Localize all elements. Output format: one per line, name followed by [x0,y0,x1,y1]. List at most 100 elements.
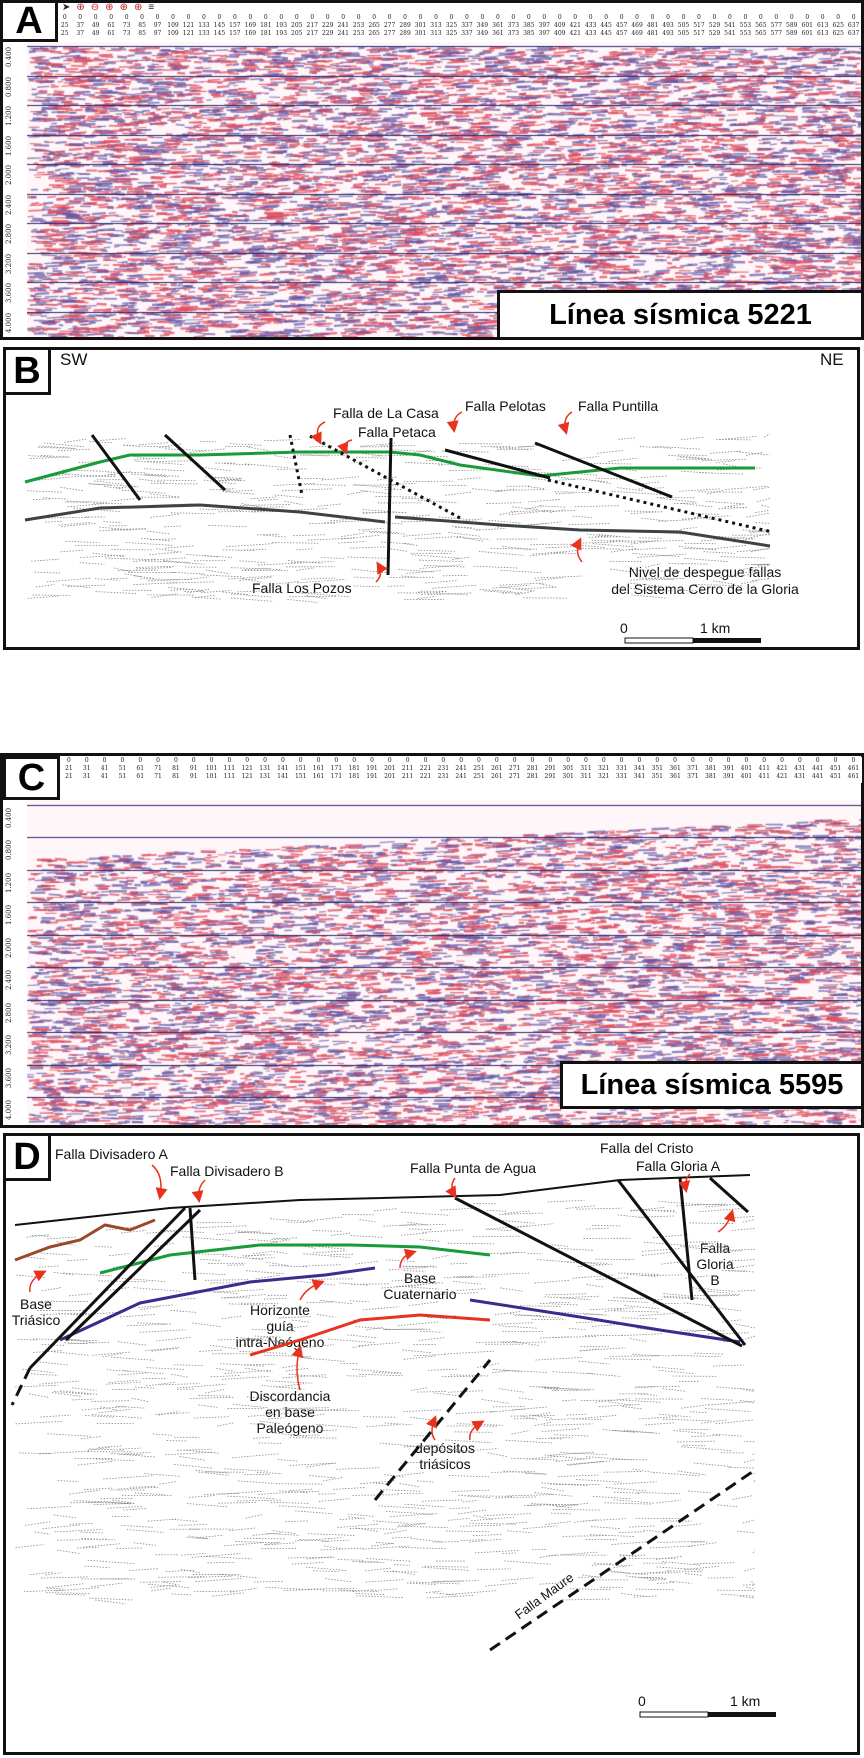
reflector-trace [198,1404,218,1408]
reflector-trace [87,1446,111,1451]
reflector-trace [642,1251,674,1256]
reflector-trace [484,590,520,594]
reflector-trace [378,1505,426,1509]
reflector-trace [293,534,326,537]
reflector-trace [68,1293,93,1297]
pointer-icon[interactable]: ➤ [62,2,71,13]
reflector-trace [744,1567,756,1572]
zoom-prev-icon[interactable]: ⊕ [119,2,128,13]
reflector-trace [535,1356,584,1361]
zoom-out-icon[interactable]: ⊖ [90,2,100,13]
reflector-trace [589,1307,634,1310]
reflector-trace [470,1516,514,1522]
reflector-trace [121,1230,147,1234]
seismic-line-title-a: Línea sísmica 5221 [497,290,864,340]
reflector-trace [158,1411,180,1416]
reflector-trace [520,1305,562,1307]
reflector-trace [583,1313,609,1316]
reflector-trace [301,577,336,580]
reflector-trace [578,1360,610,1365]
reflector-trace [244,463,289,469]
reflector-trace [110,1356,154,1361]
reflector-trace [727,506,746,509]
reflector-trace [498,1388,524,1393]
reflector-trace [534,575,584,579]
reflector-trace [155,1412,190,1415]
reflector-trace [637,1491,681,1495]
reflector-trace [384,1422,413,1426]
reflector-trace [363,511,389,514]
reflector-trace [167,581,214,584]
reflector-trace [728,1466,756,1469]
scale-zero-d: 0 [638,1693,646,1709]
nivel-despegue-label-1: Nivel de despegue fallas [628,564,782,580]
reflector-trace [487,1452,507,1457]
reflector-trace [736,570,771,574]
zoom-box-icon[interactable]: ⊕ [105,2,114,13]
reflector-trace [337,1559,365,1561]
reflector-trace [663,1293,690,1297]
reflector-trace [730,1264,756,1269]
reflector-trace [549,1451,595,1456]
reflector-trace [642,481,661,485]
reflector-trace [472,488,503,492]
reflector-trace [41,1576,90,1579]
reflector-trace [301,592,351,598]
reflector-trace [264,1541,280,1546]
reflector-trace [391,1278,420,1282]
panel-b-label: B [3,347,51,395]
falla-gloria-b [708,1176,750,1214]
reflector-trace [652,1366,686,1370]
reflector-trace [359,1219,376,1223]
reflector-trace [117,1341,147,1346]
reflector-trace [586,1227,609,1230]
reflector-trace [701,1419,727,1424]
reflector-trace [479,589,513,592]
reflector-trace [718,506,749,510]
reflector-trace [641,1248,680,1252]
zoom-in-icon[interactable]: ⊕ [76,2,85,13]
reflector-trace [731,1227,756,1231]
reflector-trace [164,525,183,528]
reflector-trace [753,1479,756,1482]
zoom-full-icon[interactable]: ⊕ [133,2,143,13]
reflector-trace [309,1278,353,1280]
falla-punta-de-agua [454,1196,743,1348]
reflector-trace [643,1529,666,1533]
reflector-trace [118,1277,166,1283]
reflector-trace [313,1570,339,1573]
reflector-trace [410,1434,435,1437]
reflector-trace [756,498,771,503]
reflector-trace [640,1572,681,1574]
reflector-trace [410,1581,460,1585]
reflector-trace [296,548,313,551]
reflector-trace [230,597,274,602]
falla-divisadero-b-label: Falla Divisadero B [170,1163,284,1179]
reflector-trace [68,1341,111,1345]
reflector-trace [53,1271,74,1276]
reflector-trace [545,546,580,549]
reflector-trace [633,1595,658,1598]
reflector-trace [146,1367,185,1370]
reflector-trace [235,1541,280,1544]
reflector-trace [289,1462,337,1466]
reflector-trace [528,1504,577,1506]
reflector-trace [591,1563,613,1566]
reflector-trace [543,1423,593,1426]
reflector-trace [360,490,390,495]
menu-icon[interactable]: ≡ [148,2,155,13]
reflector-trace [195,594,216,598]
reflector-trace [404,1444,441,1448]
reflector-trace [150,513,181,518]
reflector-trace [352,1344,371,1348]
reflector-trace [539,583,555,587]
